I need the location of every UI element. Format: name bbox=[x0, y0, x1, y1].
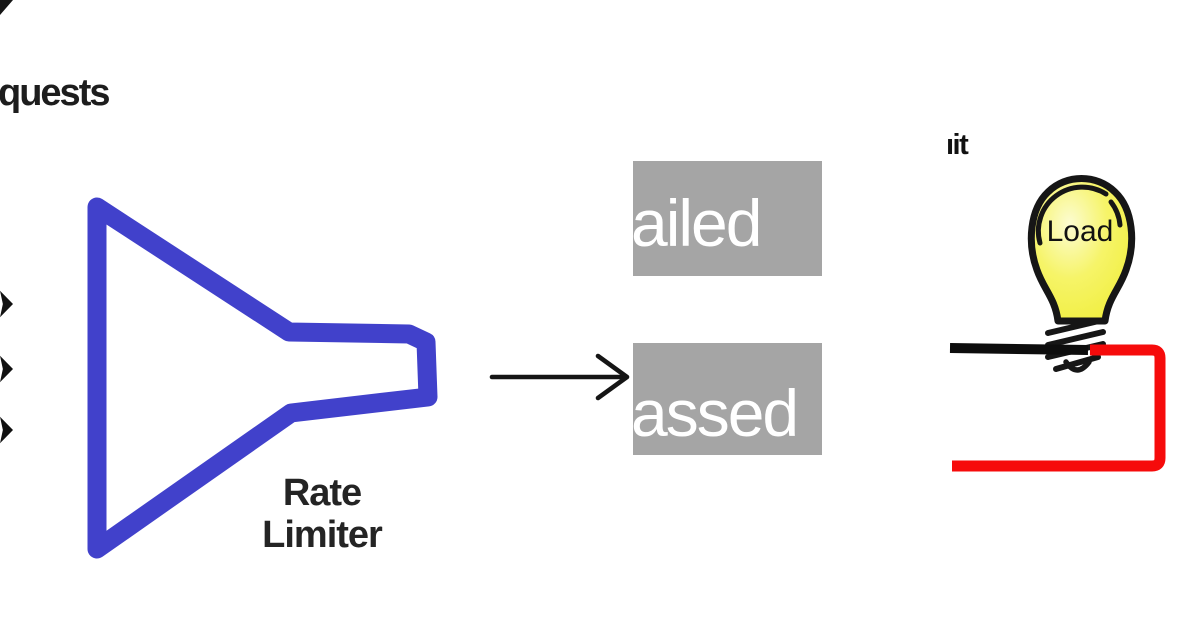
chevron-right-icon bbox=[0, 355, 13, 383]
chevron-right-icon bbox=[0, 290, 13, 318]
circuit-title-fragment: ıit bbox=[946, 129, 969, 161]
clipped-corner-mark bbox=[0, 0, 13, 15]
bulb-screw-threads bbox=[1045, 317, 1106, 372]
arrow-right-icon bbox=[489, 353, 630, 401]
failed-result-box: ailed bbox=[631, 161, 822, 276]
bulb-inner-ring bbox=[1035, 184, 1123, 246]
passed-result-box: assed bbox=[631, 343, 822, 455]
passed-result-label: assed bbox=[631, 376, 799, 450]
requests-heading: quests bbox=[0, 72, 110, 114]
bulb-glass bbox=[1027, 175, 1136, 325]
rate-limiter-caption-line1: Rate bbox=[282, 472, 362, 514]
black-wire bbox=[949, 343, 1089, 355]
red-wire bbox=[952, 344, 1166, 472]
failed-result-label: ailed bbox=[631, 186, 762, 260]
chevron-right-icon bbox=[0, 416, 13, 444]
bulb-contact-hook bbox=[1063, 359, 1092, 373]
bulb-load-label: Load bbox=[1047, 215, 1114, 248]
rate-limiter-caption: Rate Limiter bbox=[222, 472, 422, 556]
rate-limiter-caption-line2: Limiter bbox=[262, 514, 383, 556]
